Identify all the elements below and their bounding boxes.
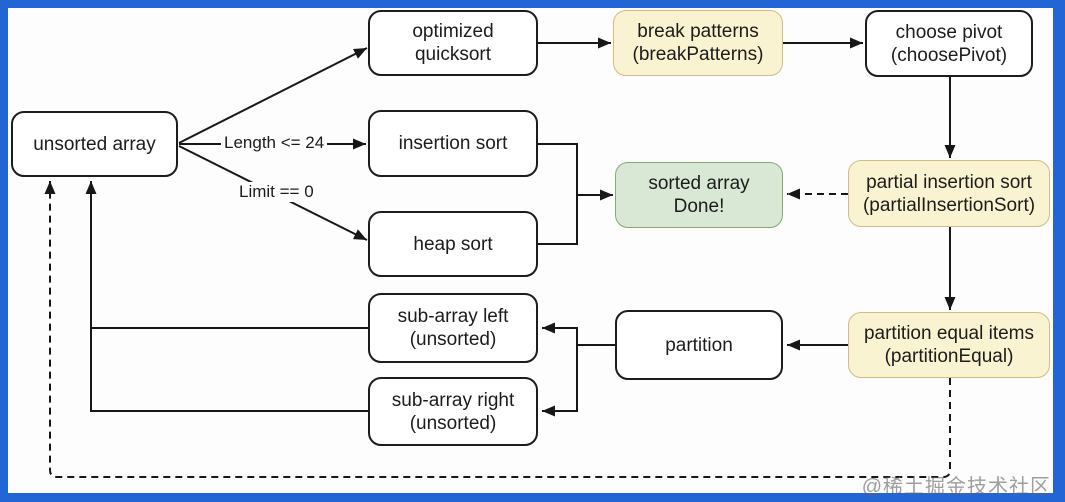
node-sub-array-left: sub-array left (unsorted): [368, 293, 538, 363]
node-unsorted-array-label: unsorted array: [33, 133, 156, 155]
node-sub-array-left-label2: (unsorted): [409, 329, 497, 350]
node-insertion-sort-label: insertion sort: [398, 133, 508, 154]
node-heap-sort: heap sort: [368, 211, 538, 277]
node-partial-insertion-sort-label2: (partialInsertionSort): [862, 194, 1036, 216]
node-sub-array-left-label: sub-array left: [397, 306, 509, 327]
node-sorted-array-label2: Done!: [673, 196, 725, 217]
node-choose-pivot-label2: (choosePivot): [890, 44, 1008, 66]
node-optimized-quicksort-label2: quicksort: [414, 44, 492, 65]
node-choose-pivot: choose pivot (choosePivot): [865, 10, 1033, 77]
node-sub-array-right-label2: (unsorted): [409, 412, 497, 434]
node-sub-array-right: sub-array right (unsorted): [368, 377, 538, 446]
node-partition-equal-items-label2: (partitionEqual): [884, 346, 1014, 367]
node-heap-sort-label: heap sort: [413, 233, 493, 255]
edge-label-length-condition: Length <= 24: [221, 133, 328, 153]
node-choose-pivot-label: choose pivot: [895, 21, 1003, 43]
node-partition-equal-items-label: partition equal items: [863, 323, 1035, 344]
node-sorted-array: sorted array Done!: [615, 162, 783, 228]
edge-label-limit-condition: Limit == 0: [236, 182, 317, 202]
node-sorted-array-label: sorted array: [648, 173, 750, 194]
node-insertion-sort: insertion sort: [368, 110, 538, 177]
node-break-patterns: break patterns (breakPatterns): [613, 10, 783, 76]
node-break-patterns-label2: (breakPatterns): [632, 44, 764, 65]
node-optimized-quicksort-label: optimized: [412, 21, 494, 42]
node-optimized-quicksort: optimized quicksort: [368, 10, 538, 76]
node-break-patterns-label: break patterns: [637, 21, 759, 42]
node-unsorted-array: unsorted array: [11, 111, 178, 177]
watermark-text: @稀土掘金技术社区: [861, 476, 1051, 498]
node-sub-array-right-label: sub-array right: [391, 389, 515, 411]
node-partial-insertion-sort-label: partial insertion sort: [866, 171, 1032, 193]
node-partition-equal-items: partition equal items (partitionEqual): [848, 312, 1050, 378]
node-partition: partition: [615, 310, 783, 380]
node-partial-insertion-sort: partial insertion sort (partialInsertion…: [848, 160, 1050, 227]
node-partition-label: partition: [665, 334, 733, 356]
